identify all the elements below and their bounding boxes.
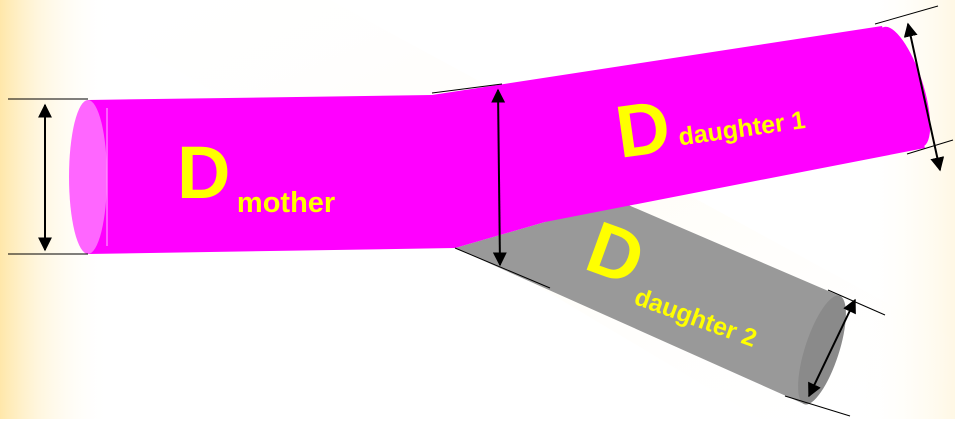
daughter-1-guide-top — [874, 5, 939, 25]
mother-cap — [69, 100, 107, 254]
daughter-2-guide-top — [827, 289, 886, 316]
junction-guide-top — [431, 83, 503, 94]
daughter-2-diameter-arrow — [808, 298, 856, 398]
mother-label: D mother — [177, 131, 335, 219]
mother-label-main: D — [177, 131, 230, 214]
diameter-arrows — [38, 22, 945, 398]
daughter-1-diameter-arrow — [903, 22, 945, 172]
mother-label-sub: mother — [237, 187, 335, 219]
junction-guide-bottom — [454, 247, 551, 289]
measurement-guides — [8, 5, 954, 417]
daughter-2-body — [455, 198, 840, 404]
daughter-2-guide-bottom — [784, 395, 851, 417]
daughter-1-label-main: D — [611, 84, 675, 174]
junction-diameter-arrow — [491, 88, 507, 267]
